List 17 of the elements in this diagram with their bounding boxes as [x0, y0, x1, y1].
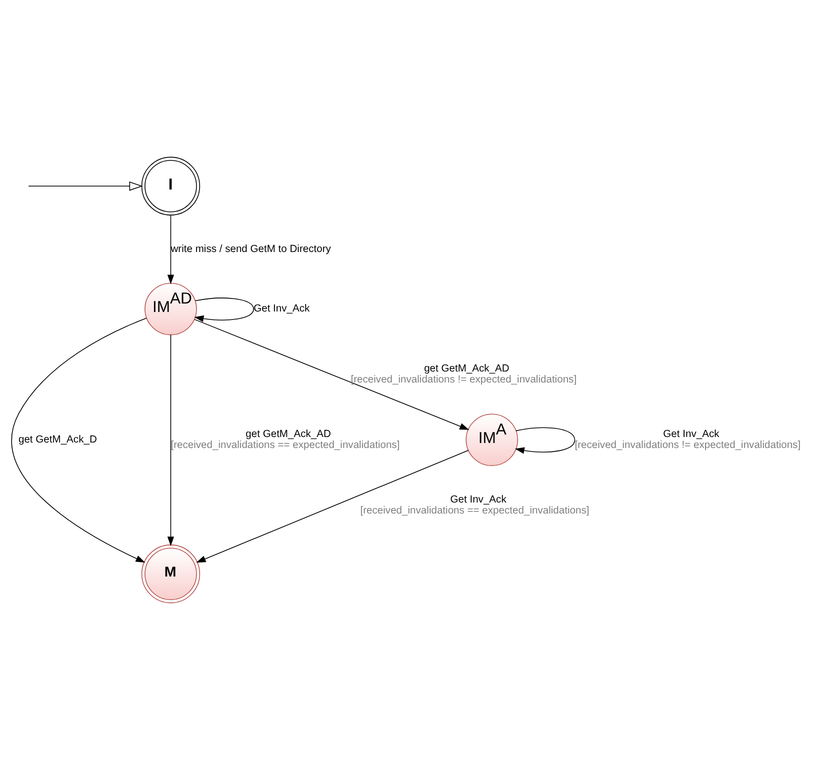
- arrow: [28, 181, 143, 191]
- node-circle: M: [141, 544, 200, 604]
- arrow: [514, 427, 576, 454]
- edge-label: Get Inv_Ack [received_invalidations != expected_invalidations]: [574, 429, 801, 452]
- arrow: [194, 319, 470, 430]
- edge-label: write miss / send GetM to Directory: [170, 244, 331, 255]
- edge-label: Get Inv_Ack [received_invalidations == expected_invalidations]: [360, 494, 590, 517]
- arrow: [11, 318, 147, 563]
- edge-label: get GetM_Ack_AD [received_invalidations == expected_invalidations]: [170, 429, 400, 452]
- arrow: [167, 334, 174, 546]
- arrow: [167, 214, 174, 284]
- arrow: [196, 450, 469, 563]
- edge-label: get GetM_Ack_AD [received_invalidations != expected_invalidations]: [350, 364, 577, 386]
- edge-label: get GetM_Ack_D: [18, 434, 97, 446]
- node-circle: I: [141, 156, 200, 216]
- arrow: [194, 298, 254, 322]
- edge-label: Get Inv_Ack: [254, 304, 310, 315]
